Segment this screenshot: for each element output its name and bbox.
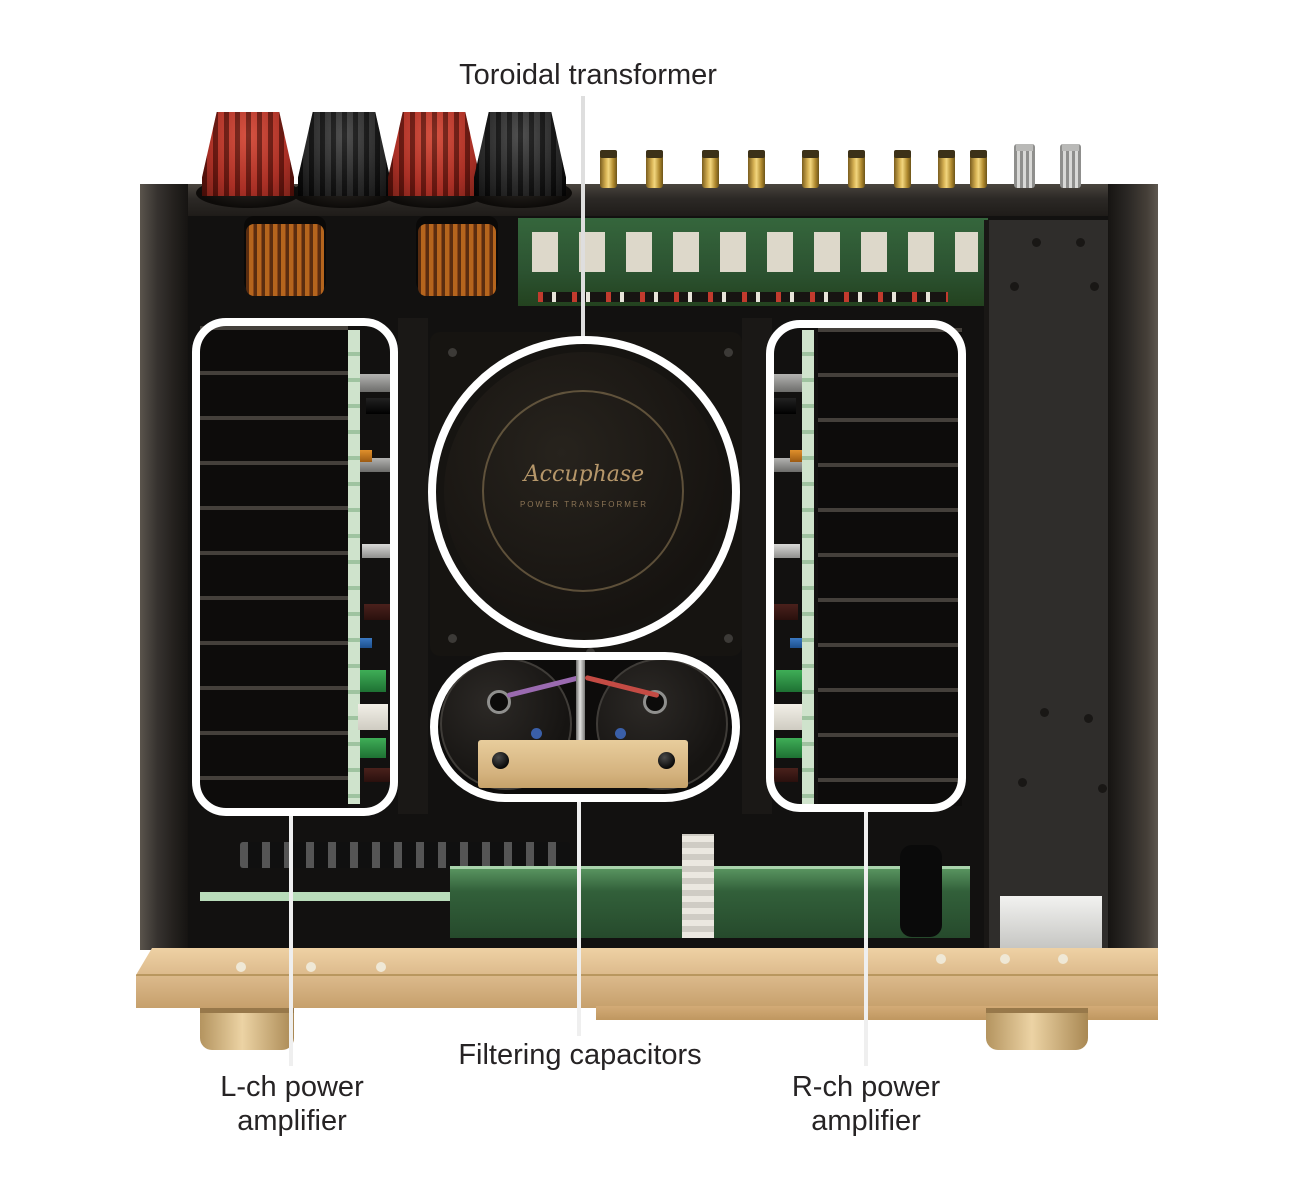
leader-l-ch xyxy=(289,816,293,1066)
mount-screws xyxy=(448,348,457,357)
foot-right xyxy=(986,1008,1088,1050)
center-stud xyxy=(576,660,585,758)
capacitor-vent-left xyxy=(531,728,542,739)
outline-toroidal-transformer xyxy=(428,336,740,648)
input-board-pcb xyxy=(518,218,988,306)
rca-jack xyxy=(848,150,865,188)
rca-jack xyxy=(646,150,663,188)
lower-board-edge xyxy=(200,892,450,901)
leader-r-ch xyxy=(864,812,868,1066)
label-toroidal-transformer: Toroidal transformer xyxy=(459,59,717,91)
label-r-ch-power-amplifier: R-ch power amplifier xyxy=(791,1071,941,1137)
cable-bundle xyxy=(900,845,942,937)
rca-jack xyxy=(702,150,719,188)
rca-jack xyxy=(748,150,765,188)
rca-jack xyxy=(938,150,955,188)
base-screws xyxy=(236,962,246,972)
right-chassis-panel xyxy=(984,220,1113,950)
speaker-terminal-red-2 xyxy=(388,112,480,196)
amp-board-left xyxy=(348,330,360,804)
speaker-terminal-red-1 xyxy=(202,112,294,196)
rca-jack xyxy=(970,150,987,188)
amp-board-right xyxy=(802,330,814,804)
speaker-terminal-black-1 xyxy=(298,112,390,196)
balanced-connector xyxy=(1014,144,1035,188)
lower-connector-row xyxy=(240,842,570,868)
outline-filtering-capacitors xyxy=(430,652,740,802)
speaker-terminal-black-2 xyxy=(474,112,566,196)
chassis-rail-left xyxy=(140,184,188,950)
inner-panel-left xyxy=(398,318,428,814)
wooden-base xyxy=(136,948,1158,1008)
capacitor-wood-brace xyxy=(478,740,688,788)
outline-l-ch-amplifier xyxy=(192,318,398,816)
power-inlet-module xyxy=(1000,896,1102,948)
rca-jack xyxy=(600,150,617,188)
label-filtering-capacitors: Filtering capacitors xyxy=(458,1039,702,1071)
leader-toroidal xyxy=(581,96,585,344)
outline-r-ch-amplifier xyxy=(766,320,966,812)
label-l-ch-power-amplifier: L-ch power amplifier xyxy=(220,1071,364,1137)
leader-filtering xyxy=(577,800,581,1036)
output-coil-left xyxy=(246,224,324,296)
panel-screws xyxy=(1032,238,1041,247)
output-coil-right xyxy=(418,224,496,296)
heatsink-left xyxy=(200,326,348,808)
ribbon-cable xyxy=(682,834,714,938)
chassis-rail-right xyxy=(1108,184,1158,950)
balanced-connector xyxy=(1060,144,1081,188)
foot-left xyxy=(200,1008,294,1050)
rca-jack xyxy=(894,150,911,188)
rca-jack xyxy=(802,150,819,188)
capacitor-vent-right xyxy=(615,728,626,739)
heatsink-right xyxy=(818,328,962,806)
